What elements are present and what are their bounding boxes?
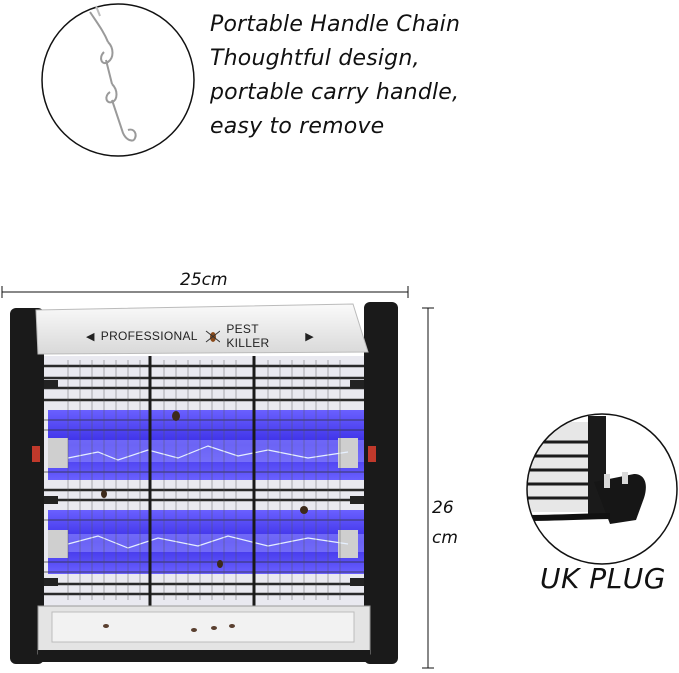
brand-label: ◀ PROFESSIONAL PEST KILLER ▶	[86, 322, 314, 350]
width-dimension-line	[1, 286, 409, 298]
width-label: 25cm	[180, 270, 228, 290]
caption-line-4: easy to remove	[210, 114, 385, 139]
mosquito-icon	[205, 330, 221, 343]
plug-label: UK PLUG	[540, 562, 666, 595]
height-label-value: 26	[432, 498, 454, 518]
bug-zapper-product-image	[10, 302, 398, 664]
brand-text-left: PROFESSIONAL	[100, 329, 198, 343]
chain-closeup-inset	[41, 3, 195, 157]
chain-icon	[89, 5, 137, 142]
height-label-unit: cm	[432, 528, 458, 548]
uk-plug-inset	[526, 413, 678, 565]
caption-line-3: portable carry handle,	[210, 80, 460, 105]
arrow-right-icon: ▶	[305, 330, 314, 343]
height-dimension-line	[422, 307, 434, 669]
feature-caption: Portable Handle Chain Thoughtful design,…	[210, 8, 460, 144]
arrow-left-icon: ◀	[86, 330, 95, 343]
caption-line-2: Thoughtful design,	[210, 46, 420, 71]
brand-text-right: PEST KILLER	[226, 322, 270, 350]
caption-line-1: Portable Handle Chain	[210, 12, 461, 37]
